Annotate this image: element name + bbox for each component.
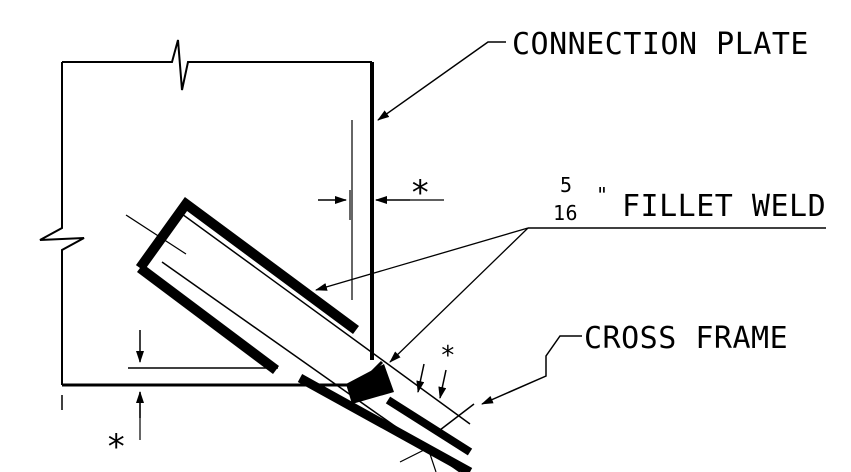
girder-outline bbox=[39, 39, 372, 410]
member-extension-line bbox=[125, 214, 187, 255]
star-symbol-diagonal: * bbox=[440, 341, 456, 371]
angle-outer-leg bbox=[135, 196, 359, 335]
connection-plate bbox=[351, 62, 374, 360]
angle-inner-edge bbox=[149, 212, 471, 425]
fillet-weld-mark bbox=[346, 360, 394, 404]
cross-frame-label: CROSS FRAME bbox=[584, 321, 788, 356]
top-flange-line bbox=[62, 39, 372, 91]
fillet-weld-label: FILLET WELD bbox=[622, 189, 826, 224]
angle-heavy-leg bbox=[297, 374, 473, 472]
leader-connection-plate-line bbox=[377, 41, 506, 121]
angle-lower-leg bbox=[137, 264, 279, 374]
dim-diag-arrow-2 bbox=[438, 369, 447, 399]
weld-bead bbox=[370, 360, 384, 374]
star-symbol-bottom: * bbox=[106, 427, 127, 467]
fillet-size-numerator: 5 bbox=[560, 173, 573, 197]
connection-plate-label: CONNECTION PLATE bbox=[512, 27, 809, 62]
dim-diag-arrow-1 bbox=[416, 363, 425, 393]
gap-dimension-top bbox=[318, 190, 444, 220]
leader-fillet-weld bbox=[315, 227, 826, 363]
leader-cross-frame bbox=[481, 335, 582, 405]
fillet-inch-mark: " bbox=[596, 183, 609, 207]
star-symbol-top: * bbox=[410, 173, 431, 213]
fillet-size-denominator: 16 bbox=[553, 201, 578, 225]
fillet-weld-arrow-2 bbox=[389, 227, 529, 363]
member-end-cut bbox=[439, 403, 475, 431]
left-web-line bbox=[39, 62, 85, 385]
weld-fill bbox=[346, 364, 394, 404]
cross-frame-member bbox=[125, 196, 475, 472]
fillet-weld-arrow-1 bbox=[315, 227, 529, 291]
leader-connection-plate bbox=[377, 41, 506, 121]
angle-heavy-leg-2 bbox=[385, 396, 473, 456]
gap-dimension-diagonal bbox=[416, 363, 447, 399]
member-break-line bbox=[399, 447, 437, 472]
leader-cross-frame-line bbox=[481, 335, 582, 405]
